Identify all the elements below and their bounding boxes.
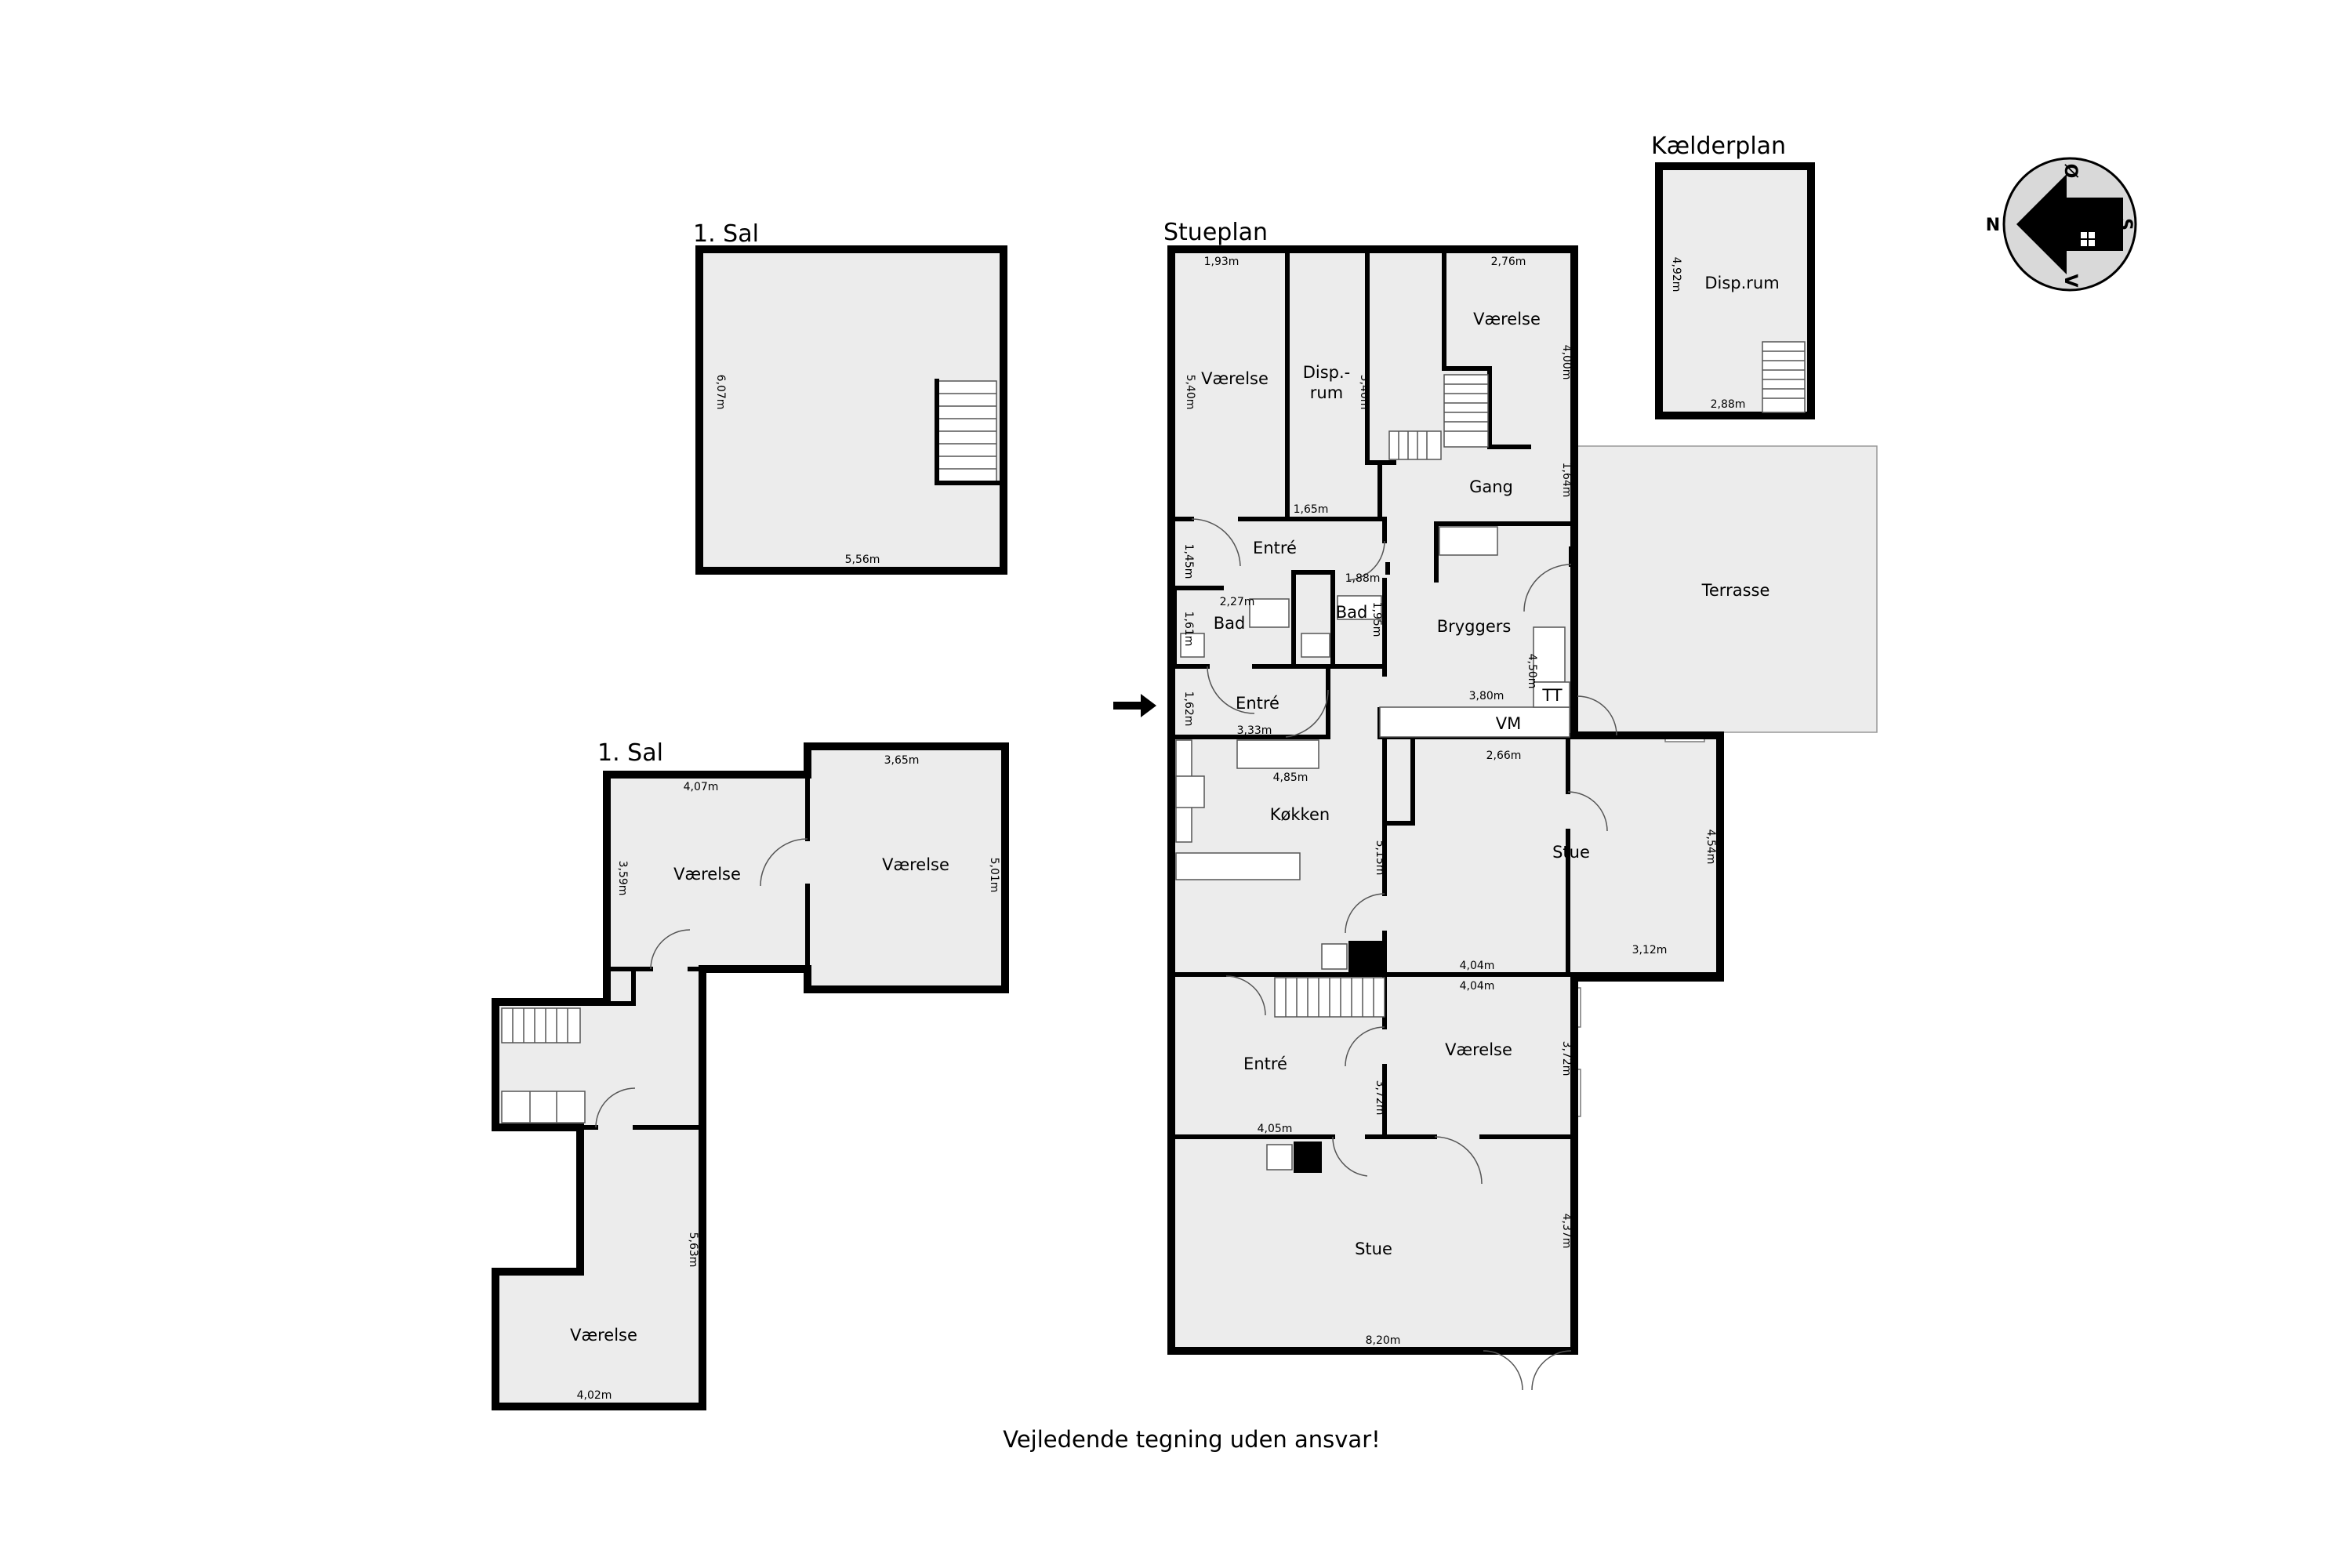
room-label: rum [1310,383,1343,402]
plan-title-sal-bottom: 1. Sal [597,739,663,767]
dim-label: 5,40m [1358,375,1370,410]
dim-label: 1,88m [1345,572,1381,585]
room-label: Værelse [882,855,949,874]
plan-title-kaelderplan: Kælderplan [1651,132,1786,160]
room-label: Bryggers [1437,617,1512,636]
room-label: Stue [1552,843,1590,862]
dim-label: 2,27m [1220,596,1255,608]
room-label: Entré [1253,539,1297,557]
dim-label: 1,64m [1560,463,1573,498]
dim-label: 4,92m [1670,257,1682,292]
dim-label: 4,05m [1258,1123,1293,1135]
compass-icon: N Ø S V [1986,157,2137,292]
plan-title-stueplan: Stueplan [1163,219,1268,246]
room-label: Disp.rum [1704,274,1779,292]
stair-gang [1388,374,1489,460]
stair-kaelder [1762,341,1806,413]
dim-label: 4,04m [1460,980,1495,993]
room-label: Værelse [1201,369,1269,388]
compass-label: N [1986,216,2000,235]
room-label: Værelse [570,1326,637,1345]
dim-label: 4,00m [1560,345,1573,380]
dim-label: 3,72m [1560,1041,1573,1076]
dim-label: 3,59m [616,861,629,896]
dim-label: 5,63m [687,1232,699,1268]
dim-label: 4,04m [1460,960,1495,972]
dim-label: 4,50m [1526,654,1538,689]
dim-label: 2,88m [1711,398,1746,411]
room-label: Entré [1236,694,1279,713]
room-label: Gang [1469,477,1513,496]
dim-label: 3,72m [1374,1080,1386,1116]
room-label: Køkken [1270,805,1330,824]
room-label: Værelse [1445,1040,1512,1059]
dim-label: 1,45m [1182,544,1195,579]
dim-label: 4,07m [684,781,719,793]
dim-label: 2,66m [1486,750,1522,762]
room-label: Disp.- [1303,363,1351,382]
compass-label: Ø [2060,164,2080,179]
dim-label: 1,61m [1182,612,1195,647]
room-label: Terrasse [1701,581,1770,600]
stair-sal-top [936,380,997,484]
room-label: Værelse [1473,310,1541,328]
dim-label: 4,85m [1273,771,1308,784]
entrance-arrow-icon [1113,694,1156,717]
room-label: Entré [1243,1054,1287,1073]
dim-label: 1,65m [1294,503,1329,516]
compass-label: S [2115,218,2135,230]
plan-kaelderplan: Kælderplan Disp.rum 4,92m 2,88m [1651,132,1815,419]
dim-label: 2,76m [1491,256,1526,268]
dim-label: 3,65m [884,754,920,767]
dim-label: 1,95m [1370,602,1383,637]
dim-label: 8,20m [1366,1334,1401,1347]
plan-1-sal-bottom: 1. Sal Værelse Værelse Værelse 4,07m 3,6… [492,739,1009,1410]
dim-label: 4,54m [1704,829,1717,865]
dim-label: 5,40m [1184,375,1196,410]
dim-label: 3,80m [1469,690,1504,702]
room-label: Bad [1214,614,1246,633]
compass-label: V [2060,274,2080,287]
dim-label: 5,56m [845,554,880,566]
room-label: TT [1541,686,1562,705]
terrasse-area [1577,445,1878,733]
room-label: Stue [1355,1240,1392,1258]
dim-label: 3,12m [1632,944,1668,956]
stair-entre [1274,977,1385,1018]
dim-label: 4,02m [577,1389,612,1402]
dim-label: 6,07m [714,375,727,410]
room-label: Værelse [673,865,741,884]
plan-title-sal-top: 1. Sal [693,220,759,248]
room-label: Bad [1336,603,1368,622]
dim-label: 5,15m [1374,840,1386,876]
dim-label: 1,93m [1204,256,1240,268]
dim-label: 3,33m [1237,724,1272,737]
disclaimer-text: Vejledende tegning uden ansvar! [1003,1426,1381,1453]
plan-1-sal-top: 1. Sal 6,07m 5,56m [693,220,1007,575]
dim-label: 5,01m [988,858,1000,893]
room-label: VM [1496,714,1521,733]
dim-label: 1,62m [1182,691,1195,727]
stair-sal-bottom [501,1007,581,1044]
dim-label: 4,37m [1560,1214,1573,1249]
plan-stueplan: Stueplan Værelse Disp.- rum Værelse Gang… [1113,219,1878,1391]
